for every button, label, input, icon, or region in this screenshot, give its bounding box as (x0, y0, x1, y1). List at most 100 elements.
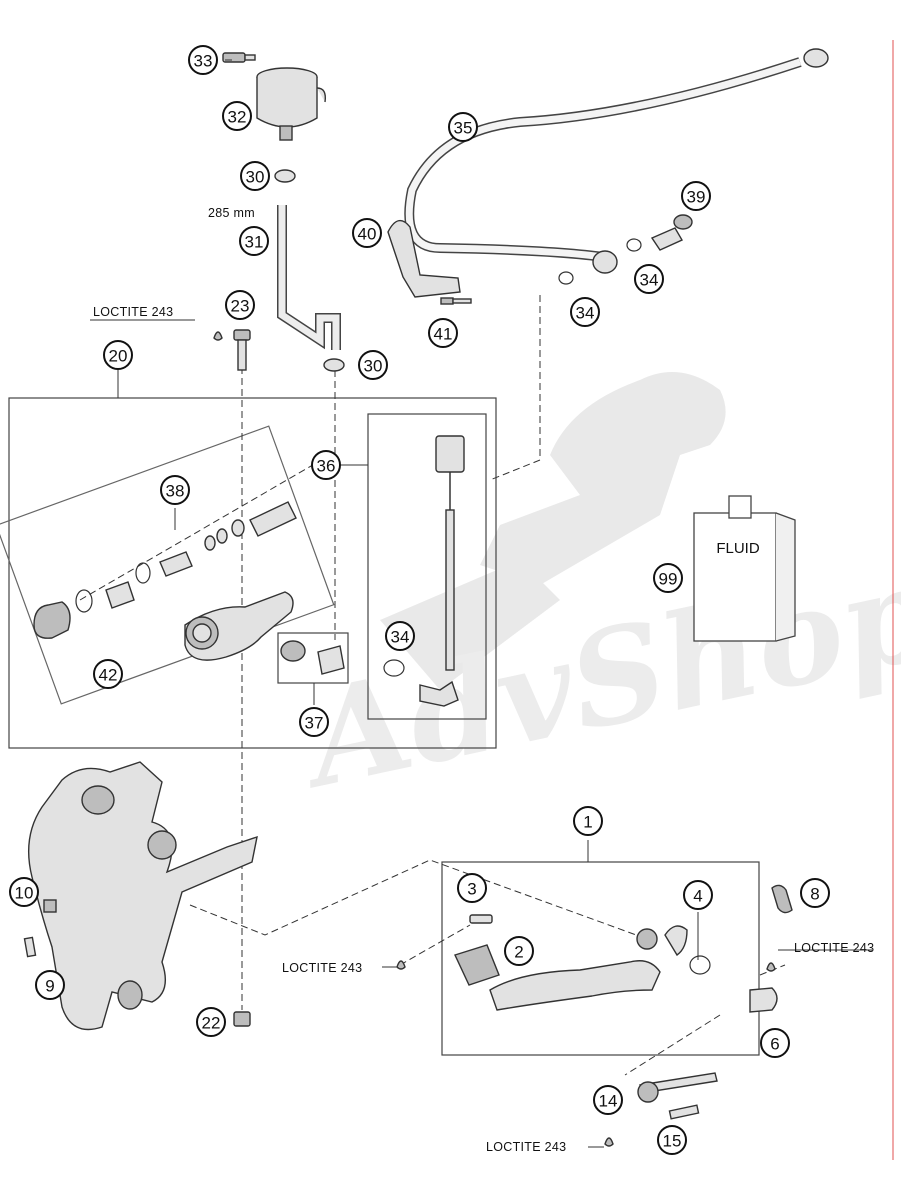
loctite-label-23: LOCTITE 243 (93, 305, 173, 319)
callout-number: 38 (166, 482, 185, 501)
callout-circle (93, 659, 123, 689)
callout-8: 8 (800, 878, 830, 908)
callout-circle (240, 161, 270, 191)
callout-circle (681, 181, 711, 211)
fluid-bottle-part: FLUID (693, 495, 796, 642)
callout-20: 20 (103, 340, 133, 370)
callout-number: 30 (246, 168, 265, 187)
callout-circle (428, 318, 458, 348)
assembly-box-1 (441, 861, 760, 1056)
callout-number: 22 (202, 1014, 221, 1033)
callout-circle (448, 112, 478, 142)
callout-number: 3 (467, 880, 476, 899)
callout-number: 99 (659, 570, 678, 589)
callout-number: 37 (305, 714, 324, 733)
callout-number: 39 (687, 188, 706, 207)
callout-number: 31 (245, 233, 264, 252)
callout-37: 37 (299, 707, 329, 737)
callout-number: 6 (770, 1035, 779, 1054)
loctite-label-pedal: LOCTITE 243 (282, 961, 362, 975)
callout-34: 34 (570, 297, 600, 327)
callout-circle (634, 264, 664, 294)
fluid-label: FLUID (716, 540, 760, 557)
callout-number: 2 (514, 943, 523, 962)
callout-circle (657, 1125, 687, 1155)
callout-circle (9, 877, 39, 907)
callout-34: 34 (634, 264, 664, 294)
callout-number: 1 (583, 813, 592, 832)
master-cylinder-kit-part (33, 501, 297, 639)
callout-4: 4 (683, 880, 713, 910)
callout-circle (239, 226, 269, 256)
callout-circle (593, 1085, 623, 1115)
callout-number: 4 (693, 887, 702, 906)
callout-22: 22 (196, 1007, 226, 1037)
bracket-part (387, 219, 472, 305)
callout-number: 20 (109, 347, 128, 366)
callout-circle (800, 878, 830, 908)
callout-circle (385, 621, 415, 651)
reservoir-part (222, 52, 327, 141)
callout-30: 30 (240, 161, 270, 191)
callout-circle (358, 350, 388, 380)
callout-number: 34 (391, 628, 410, 647)
callout-number: 30 (364, 357, 383, 376)
callout-9: 9 (35, 970, 65, 1000)
frame-bracket-part (23, 761, 258, 1031)
callout-number: 15 (663, 1132, 682, 1151)
loctite-label-15: LOCTITE 243 (486, 1140, 566, 1154)
callout-circle (299, 707, 329, 737)
master-cylinder-body-part (184, 591, 294, 661)
callout-number: 34 (576, 304, 595, 323)
fitting-37-part (280, 640, 345, 675)
callout-39: 39 (681, 181, 711, 211)
callout-circle (570, 297, 600, 327)
callout-number: 41 (434, 325, 453, 344)
callout-number: 33 (194, 52, 213, 71)
leader-lines (90, 59, 872, 1148)
callout-number: 8 (810, 885, 819, 904)
brake-pedal-part (396, 884, 793, 1147)
callout-circle (760, 1028, 790, 1058)
callout-1: 1 (573, 806, 603, 836)
callout-circle (504, 936, 534, 966)
callout-40: 40 (352, 218, 382, 248)
callout-30: 30 (358, 350, 388, 380)
assembly-box-36 (367, 413, 487, 720)
callout-circle (683, 880, 713, 910)
watermark: AdvShop (284, 372, 901, 818)
callout-number: 35 (454, 119, 473, 138)
callout-15: 15 (657, 1125, 687, 1155)
callout-35: 35 (448, 112, 478, 142)
callout-circle (196, 1007, 226, 1037)
brake-line-part (404, 48, 829, 285)
callout-circle (188, 45, 218, 75)
hose-length-label: 285 mm (208, 206, 255, 220)
callout-circle (160, 475, 190, 505)
callout-number: 9 (45, 977, 54, 996)
callout-circle (222, 101, 252, 131)
callout-number: 42 (99, 666, 118, 685)
watermark-text: AdvShop (284, 535, 901, 819)
callout-23: 23 (225, 290, 255, 320)
bolt-23-part (213, 329, 251, 371)
assembly-box-37 (277, 632, 349, 684)
hose-part (274, 169, 345, 372)
callout-circle (653, 563, 683, 593)
loctite-label-6: LOCTITE 243 (794, 941, 874, 955)
callout-circle (573, 806, 603, 836)
callout-99: 99 (653, 563, 683, 593)
callout-36: 36 (311, 450, 341, 480)
callout-circle (35, 970, 65, 1000)
callout-38: 38 (160, 475, 190, 505)
callout-number: 36 (317, 457, 336, 476)
callout-circle (311, 450, 341, 480)
callout-circle (225, 290, 255, 320)
callout-6: 6 (760, 1028, 790, 1058)
callout-circle (103, 340, 133, 370)
callout-number: 23 (231, 297, 250, 316)
callout-42: 42 (93, 659, 123, 689)
callout-circle (457, 873, 487, 903)
callout-number: 40 (358, 225, 377, 244)
